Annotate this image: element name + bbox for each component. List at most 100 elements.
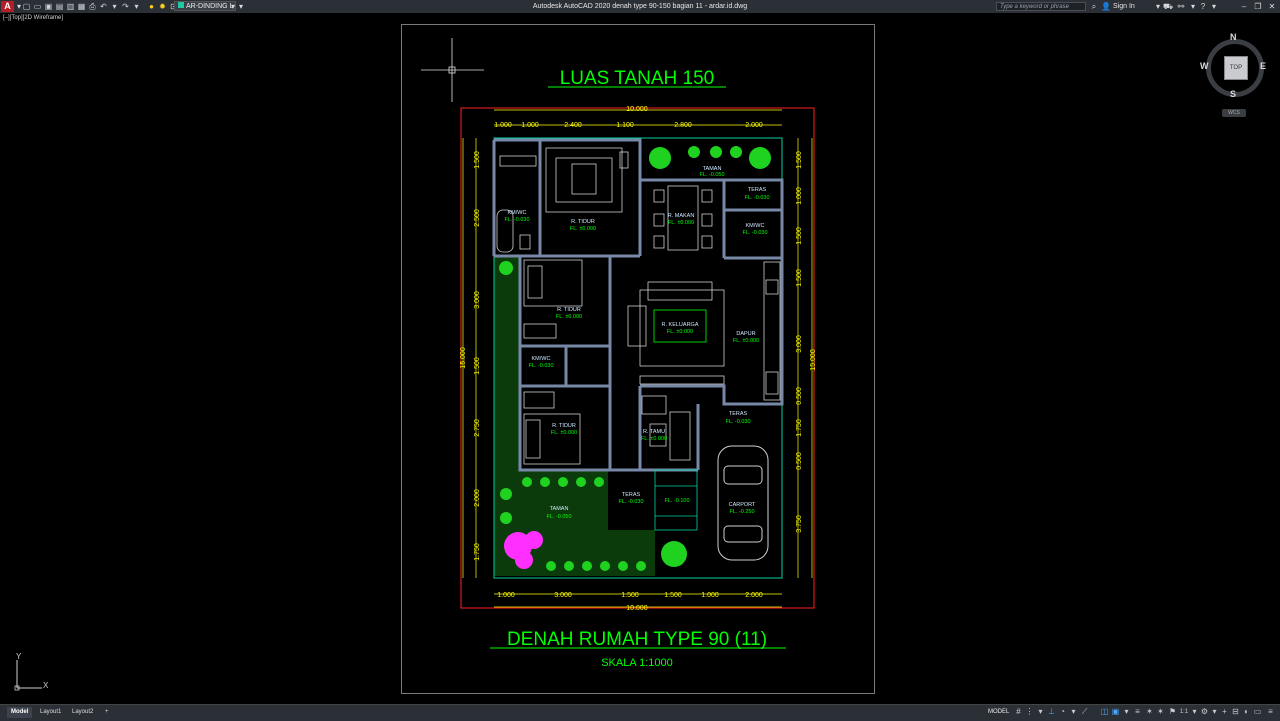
- grid-icon[interactable]: #: [1016, 707, 1021, 716]
- compass-west[interactable]: W: [1200, 61, 1209, 71]
- annotation-visibility-icon[interactable]: ✶: [1146, 707, 1153, 716]
- object-snap-icon[interactable]: ▣: [1111, 707, 1120, 716]
- sign-in-button[interactable]: Sign In: [1113, 3, 1135, 10]
- undo-dropdown-icon[interactable]: ▾: [112, 2, 117, 11]
- layout-tab-bar: Model Layout1 Layout2 + MODEL # ⋮ ▾ ⊥ ◔ …: [0, 704, 1280, 721]
- model-space-button[interactable]: MODEL: [988, 709, 1010, 715]
- scale-dropdown-icon[interactable]: ▾: [1192, 707, 1197, 716]
- tab-layout2[interactable]: Layout2: [72, 709, 94, 715]
- compass-north[interactable]: N: [1230, 32, 1237, 42]
- redo-icon[interactable]: ↷: [122, 2, 129, 11]
- workspace-dropdown-icon[interactable]: ▾: [1212, 707, 1217, 716]
- family-room-sofa: [627, 281, 725, 385]
- cart-icon[interactable]: ⛟: [1163, 2, 1174, 11]
- auto-scale-icon[interactable]: ✶: [1157, 707, 1164, 716]
- units-icon[interactable]: ⊟: [1232, 707, 1239, 716]
- room-name: KM/WC: [532, 356, 551, 362]
- object-snap-tracking-icon[interactable]: ◫: [1100, 707, 1109, 716]
- plot-icon[interactable]: ⎙: [89, 2, 96, 11]
- new-icon[interactable]: ▢: [22, 2, 31, 11]
- customization-menu-icon[interactable]: ≡: [1268, 707, 1273, 716]
- snap-mode-icon[interactable]: ⋮: [1025, 707, 1034, 716]
- left-dim: 1.500: [474, 151, 481, 169]
- add-layout-button[interactable]: +: [105, 709, 109, 715]
- open-icon[interactable]: ▭: [33, 2, 42, 11]
- annotation-scale-icon[interactable]: ⚑: [1168, 707, 1177, 716]
- bottom-total-dimension: 10.000: [626, 605, 648, 612]
- app-menu-arrow-icon[interactable]: ▾: [16, 2, 21, 11]
- top-dim: 1.000: [494, 122, 512, 129]
- room-name: R. TIDUR: [557, 307, 581, 313]
- osnap-dropdown-icon[interactable]: ▾: [1124, 707, 1129, 716]
- right-dim: 3.750: [796, 515, 803, 533]
- signin-dropdown-icon[interactable]: ▾: [1155, 2, 1160, 11]
- lineweight-icon[interactable]: ≡: [1135, 707, 1140, 716]
- right-dim: 1.500: [796, 151, 803, 169]
- drawing-title-bottom: DENAH RUMAH TYPE 90 (11): [507, 629, 767, 650]
- help-dropdown-arrow-icon[interactable]: ▾: [1211, 2, 1216, 11]
- right-dim: 1.500: [796, 227, 803, 245]
- close-icon[interactable]: ✕: [1268, 2, 1276, 11]
- top-dim: 2.000: [745, 122, 763, 129]
- help-icon[interactable]: ?: [1200, 2, 1206, 11]
- lightbulb-icon[interactable]: ●: [149, 2, 154, 11]
- ortho-icon[interactable]: ⊥: [1048, 707, 1055, 716]
- annotation-scale-value[interactable]: 1:1: [1179, 709, 1189, 715]
- compass-south[interactable]: S: [1230, 89, 1237, 99]
- open-web-icon[interactable]: ▥: [66, 2, 75, 11]
- save-icon[interactable]: ▣: [44, 2, 53, 11]
- room-level: FL. -0.030: [618, 499, 643, 505]
- room-level: FL. -0.030: [742, 230, 767, 236]
- clean-screen-icon[interactable]: ▭: [1253, 707, 1262, 716]
- room-name: CARPORT: [729, 502, 756, 508]
- customize-qat-icon[interactable]: ▾: [238, 2, 243, 11]
- annotation-monitor-icon[interactable]: +: [1222, 707, 1227, 716]
- site-boundary: [460, 107, 815, 609]
- save-web-icon[interactable]: ▦: [77, 2, 86, 11]
- search-icon[interactable]: ⌕: [1091, 2, 1097, 11]
- viewcube[interactable]: TOP N S E W WCS: [1196, 29, 1274, 124]
- compass-ring[interactable]: [1206, 39, 1264, 97]
- isolate-objects-icon[interactable]: ◐: [1244, 707, 1249, 716]
- polar-tracking-icon[interactable]: ◔: [1060, 707, 1065, 716]
- user-icon[interactable]: 👤: [1101, 2, 1111, 11]
- autocad-app-icon[interactable]: A: [1, 1, 14, 12]
- tab-model[interactable]: Model: [7, 707, 33, 718]
- search-input[interactable]: Type a keyword or phrase: [996, 2, 1086, 11]
- restore-icon[interactable]: ❐: [1254, 2, 1262, 11]
- snap-dropdown-icon[interactable]: ▾: [1038, 707, 1043, 716]
- room-level: FL. -0.030: [504, 217, 529, 223]
- help-dropdown-icon[interactable]: ▾: [1190, 2, 1195, 11]
- dimension-lines: [462, 109, 813, 608]
- redo-dropdown-icon[interactable]: ▾: [134, 2, 139, 11]
- minimize-icon[interactable]: –: [1241, 2, 1247, 11]
- compass-east[interactable]: E: [1260, 61, 1267, 71]
- viewport-controls-label[interactable]: [–][Top][2D Wireframe]: [3, 15, 64, 21]
- sun-icon[interactable]: ✹: [159, 2, 166, 11]
- lock-icon[interactable]: ⊡: [169, 2, 178, 11]
- room-level: FL. -0.030: [528, 363, 553, 369]
- layer-dropdown[interactable]: AR-DINDING L: [174, 1, 236, 11]
- workspace-gear-icon[interactable]: ⚙: [1200, 707, 1209, 716]
- saveas-icon[interactable]: ▤: [55, 2, 64, 11]
- title-bar: A ▾ ▢ ▭ ▣ ▤ ▥ ▦ ⎙ ↶ ▾ ↷ ▾ ● ✹ ⊡ AR-DINDI…: [0, 0, 1280, 13]
- top-dimension-labels: 10.000 1.000 1.000 2.400 1.100 2.800 2.0…: [494, 106, 763, 129]
- a360-icon[interactable]: ⚯: [1177, 2, 1185, 11]
- top-dim: 1.000: [521, 122, 539, 129]
- viewcube-top-face[interactable]: TOP: [1224, 56, 1248, 80]
- polar-dropdown-icon[interactable]: ▾: [1071, 707, 1076, 716]
- room-labels: R. TIDUR FL. ±0.000 KM/WC FL. -0.030 R. …: [504, 166, 769, 520]
- left-dim: 3.000: [474, 291, 481, 309]
- isometric-icon[interactable]: ⟋: [1081, 707, 1088, 716]
- undo-icon[interactable]: ↶: [100, 2, 107, 11]
- layer-dropdown-arrow-icon[interactable]: ▾: [230, 2, 235, 11]
- room-name: DAPUR: [736, 331, 755, 337]
- room-level: FL. -0.100: [664, 498, 689, 504]
- bed-middle: [523, 259, 583, 339]
- tab-layout1[interactable]: Layout1: [40, 709, 62, 715]
- wcs-menu[interactable]: WCS: [1222, 109, 1246, 117]
- room-level: FL. ±0.000: [556, 314, 582, 320]
- kitchen-counter: [763, 261, 781, 401]
- bottom-dim: 1.500: [664, 592, 682, 599]
